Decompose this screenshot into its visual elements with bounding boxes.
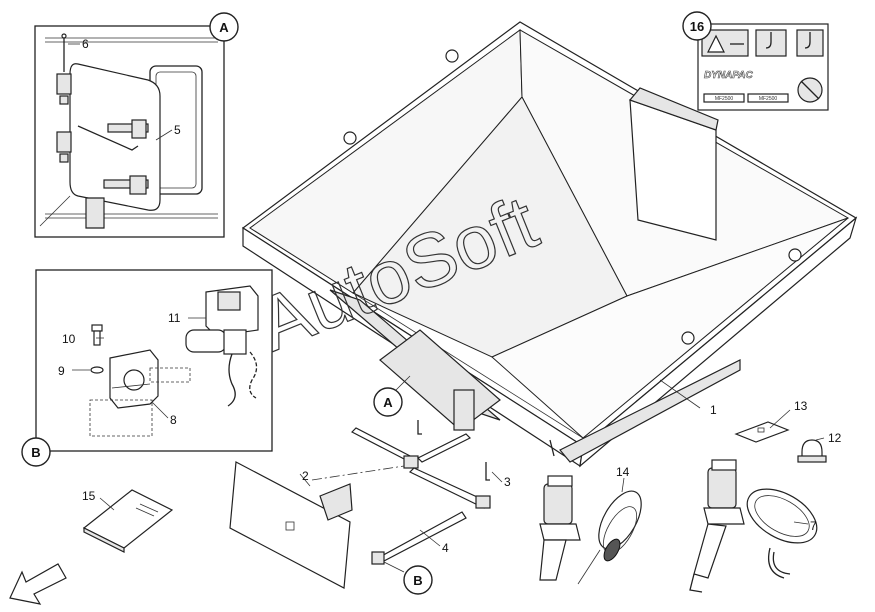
callout-decals-text: 16 [690, 19, 704, 34]
plate [229, 461, 353, 589]
callout-decals: 16 [682, 11, 712, 41]
direction-arrow-icon [9, 563, 67, 605]
leader-lines [68, 43, 825, 547]
lift-hook-icon [755, 29, 824, 57]
warning-triangle-icon [701, 29, 749, 57]
manual [82, 489, 174, 553]
small-plate [734, 421, 790, 443]
callout-detail-b-text: B [31, 445, 40, 460]
callout-detail-a-text: A [219, 20, 229, 35]
part-label-14: 14 [616, 465, 630, 479]
part-label-13: 13 [794, 399, 808, 413]
part-label-9: 9 [58, 364, 65, 378]
rod [371, 511, 467, 565]
decal-model-left: MF2500 [715, 96, 734, 102]
shackle [797, 439, 827, 463]
callout-detail-a: A [209, 12, 239, 42]
part-label-11: 11 [168, 311, 181, 325]
part-label-15: 15 [82, 489, 96, 503]
ratchet-strap-14 [539, 475, 642, 585]
part-label-4: 4 [442, 541, 449, 555]
hopper [241, 21, 858, 468]
ratchet-strap-7 [689, 459, 818, 593]
part-label-12: 12 [828, 431, 842, 445]
callout-ref-b: B [383, 561, 433, 595]
part-label-3: 3 [504, 475, 511, 489]
callout-ref-b-text: B [413, 573, 422, 588]
callout-ref-a: A [373, 375, 411, 417]
callout-ref-a-text: A [383, 395, 393, 410]
part-label-1: 1 [710, 403, 717, 417]
part-label-6: 6 [82, 37, 89, 51]
part-label-10: 10 [62, 332, 76, 346]
part-labels: 6 5 10 9 8 11 1 2 3 4 13 12 14 7 15 [58, 37, 842, 555]
part-label-7: 7 [810, 519, 817, 533]
decal-model-right: MF2500 [759, 96, 778, 102]
decal-sheet: DYNAPAC MF2500 MF2500 [697, 23, 829, 111]
detail-b-panel [35, 269, 273, 452]
part-label-2: 2 [302, 469, 309, 483]
no-hand-icon [797, 77, 823, 103]
callout-detail-b: B [21, 437, 51, 467]
decal-brand: DYNAPAC [704, 70, 753, 81]
support-frame [311, 420, 491, 509]
part-label-8: 8 [170, 413, 177, 427]
part-label-5: 5 [174, 123, 181, 137]
detail-a-panel [34, 25, 225, 238]
